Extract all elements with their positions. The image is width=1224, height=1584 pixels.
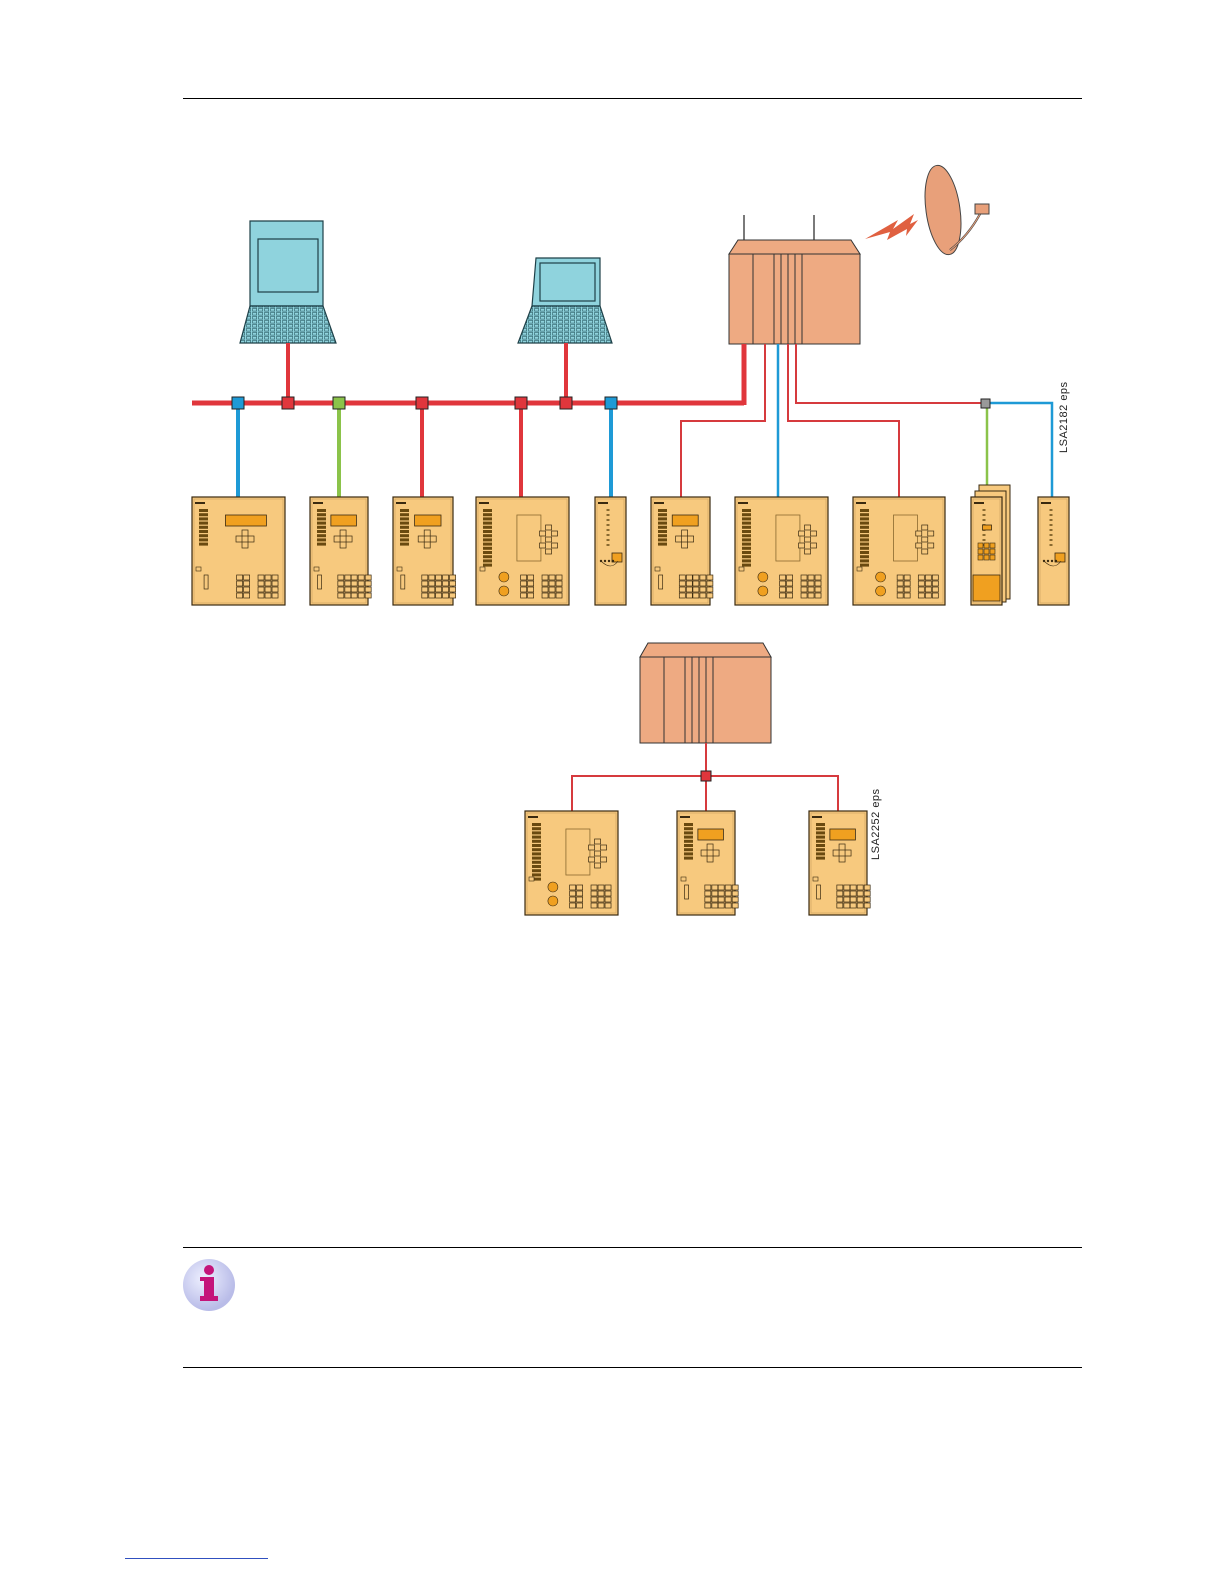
protection-relay-icon (393, 497, 456, 605)
protection-relay-icon (735, 497, 828, 605)
substation-controller-icon (729, 215, 860, 344)
radio-link-icon (865, 214, 918, 240)
bus-lines (192, 343, 1052, 497)
desktop-computer-icon (240, 221, 336, 343)
protection-relay-icon (971, 485, 1010, 605)
protection-relay-icon (651, 497, 713, 605)
info-icon (182, 1258, 238, 1314)
protection-relay-icon (525, 811, 618, 915)
bus-lines (572, 743, 838, 811)
device-row-2 (525, 811, 870, 915)
figure-2: LSA2252 eps (525, 643, 882, 915)
protection-relay-icon (476, 497, 569, 605)
satellite-dish-icon (920, 163, 989, 257)
figure-1-label: LSA2182 eps (1058, 381, 1070, 453)
protection-relay-icon (192, 497, 285, 605)
protection-relay-icon (595, 497, 626, 605)
figure-2-label: LSA2252 eps (870, 788, 882, 860)
protection-relay-icon (677, 811, 738, 915)
note-rule-top (183, 1247, 1082, 1248)
protection-relay-icon (853, 497, 945, 605)
footnote-link-underline (125, 1558, 268, 1559)
substation-controller-icon (640, 643, 771, 743)
note-rule-bottom (183, 1367, 1082, 1368)
protection-relay-icon (809, 811, 870, 915)
laptop-computer-icon (518, 258, 612, 343)
figure-1: LSA2182 eps (192, 163, 1070, 605)
network-topology-diagram: LSA2182 eps LSA2252 eps (0, 0, 1224, 1240)
protection-relay-icon (1038, 497, 1069, 605)
device-row-1 (192, 485, 1069, 605)
protection-relay-icon (310, 497, 371, 605)
